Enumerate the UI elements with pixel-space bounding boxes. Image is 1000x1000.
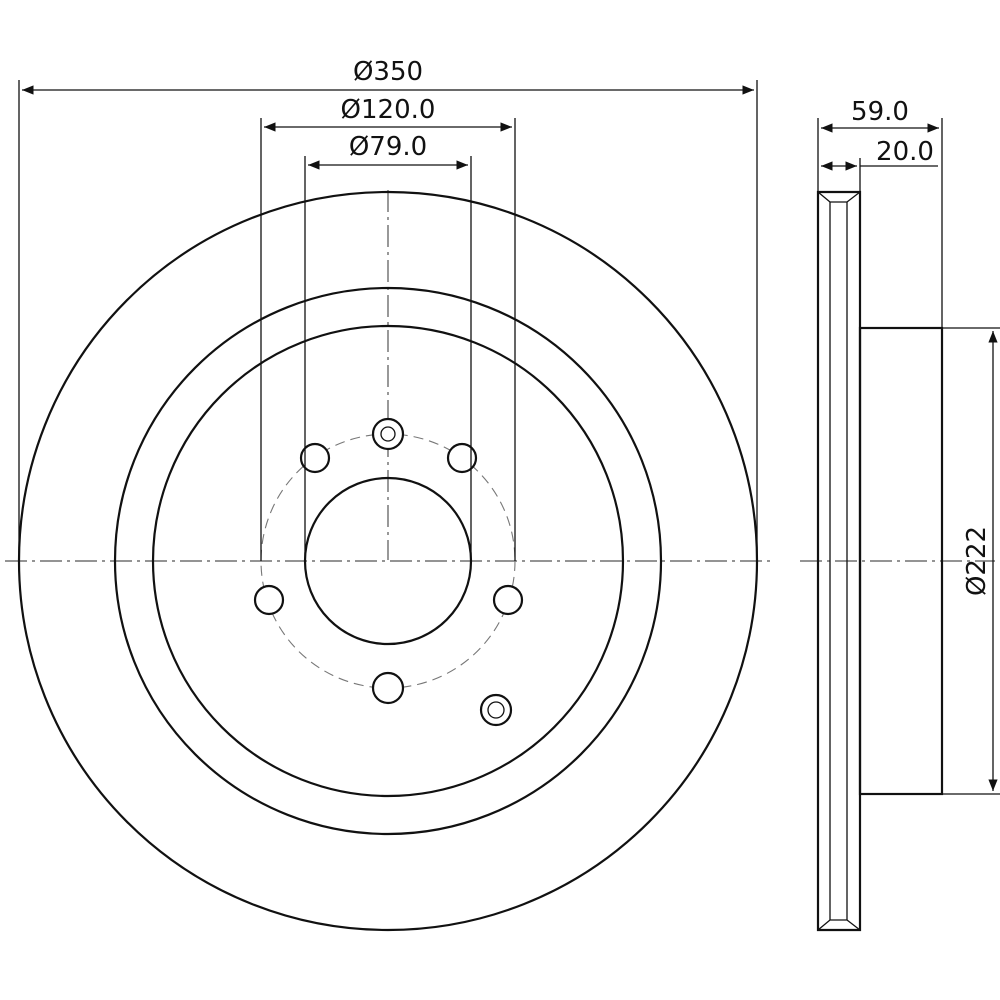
- bolt-hole: [446, 442, 478, 474]
- bolt-hole: [253, 584, 285, 616]
- hat-diameter-dimension: Ø222: [942, 327, 1000, 795]
- disc-bottom-notch: [817, 919, 861, 931]
- hat-section: [858, 326, 944, 796]
- front-view: Ø350 Ø120.0 Ø79.0: [5, 57, 775, 932]
- total-height-label: 59.0: [851, 97, 909, 127]
- outer-diameter-label: Ø350: [353, 57, 423, 87]
- disc-top-notch: [817, 191, 861, 203]
- bolt-holes: [253, 417, 524, 705]
- locating-hole-outer: [479, 693, 513, 727]
- center-bore-label: Ø79.0: [349, 132, 427, 162]
- bolt-circle-label: Ø120.0: [341, 95, 436, 125]
- bolt-hole-inner: [380, 426, 396, 442]
- locating-hole-inner: [487, 701, 505, 719]
- disc-thickness-dimension: 20.0: [821, 137, 938, 192]
- locating-hole: [479, 693, 513, 727]
- total-height-dimension: 59.0: [817, 97, 943, 328]
- side-view: 59.0 20.0 Ø222: [800, 97, 1000, 932]
- disc-thickness-label: 20.0: [876, 137, 934, 167]
- bolt-circle-dimension: Ø120.0: [260, 95, 516, 561]
- bolt-hole: [371, 417, 405, 451]
- outer-diameter-dimension: Ø350: [18, 57, 758, 561]
- hat-outer-edge: [151, 324, 625, 798]
- bolt-hole: [492, 584, 524, 616]
- friction-ring-inner-edge: [113, 286, 663, 836]
- center-bore-dimension: Ø79.0: [304, 132, 472, 561]
- bolt-hole: [299, 442, 331, 474]
- hat-diameter-label: Ø222: [962, 526, 992, 596]
- bolt-hole: [371, 671, 405, 705]
